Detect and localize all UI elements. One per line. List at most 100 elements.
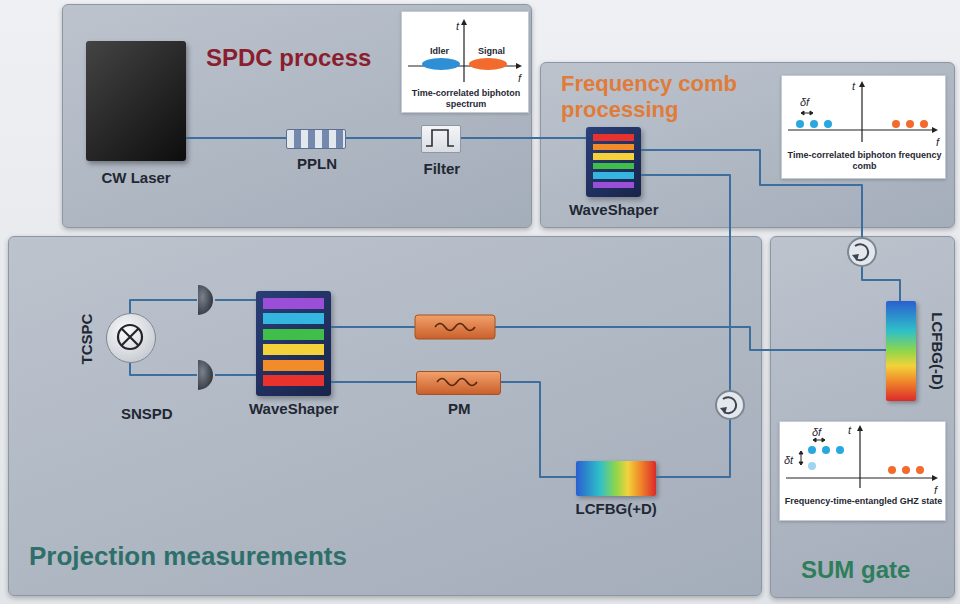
spacing-arrow bbox=[801, 111, 813, 115]
inset-plot: tIdlerSignalfTime-correlated biphoton sp… bbox=[401, 11, 529, 113]
comb-line bbox=[796, 120, 804, 128]
axis-label: f bbox=[936, 136, 939, 149]
component-label: WaveShaper bbox=[249, 400, 338, 418]
detector-dome bbox=[198, 285, 213, 315]
axis-head bbox=[932, 475, 938, 481]
axis-label: δf bbox=[812, 426, 821, 439]
detector-dome bbox=[198, 360, 213, 390]
axis-label: t bbox=[456, 20, 459, 33]
axis bbox=[861, 86, 862, 142]
comb-line bbox=[808, 462, 816, 470]
axis bbox=[408, 65, 517, 66]
axis-label: t bbox=[852, 80, 855, 93]
delay-arrow bbox=[799, 451, 803, 465]
comb-line bbox=[888, 466, 896, 474]
crystal-box: PPLN bbox=[286, 129, 346, 149]
filter-box: Filter bbox=[421, 125, 461, 153]
optical-fiber bbox=[501, 382, 576, 477]
inset-caption: Frequency-time-entangled GHZ state bbox=[784, 496, 943, 507]
optical-fiber bbox=[215, 299, 256, 301]
signal-spectrum bbox=[469, 58, 507, 70]
comb-line bbox=[808, 446, 816, 454]
component-label: TCSPC bbox=[78, 314, 96, 365]
optical-fiber bbox=[130, 300, 197, 313]
optical-fiber bbox=[641, 150, 900, 301]
optical-fiber bbox=[130, 363, 197, 375]
comb-line bbox=[892, 120, 900, 128]
optical-fiber bbox=[186, 137, 286, 139]
circulator bbox=[716, 391, 744, 419]
inset-plot: δf δt t fFrequency-time-entangled GHZ state bbox=[779, 421, 946, 521]
ghz-plot bbox=[786, 425, 938, 488]
modulator-box: PM bbox=[416, 371, 501, 395]
axis-head bbox=[516, 63, 522, 69]
spectrum-plot bbox=[408, 19, 522, 82]
panel: SPDC processCW LaserPPLNFiltertIdlerSign… bbox=[62, 4, 532, 228]
panel-title: SPDC process bbox=[206, 43, 371, 72]
waveshaper-box: WaveShaper bbox=[586, 127, 641, 197]
optical-fiber bbox=[641, 175, 730, 477]
comb-line bbox=[810, 120, 818, 128]
axis-head bbox=[859, 81, 865, 87]
panel-title: Frequency comb processing bbox=[561, 71, 761, 123]
component-label: LCFBG(-D) bbox=[927, 312, 945, 389]
inset-caption: Time-correlated biphoton frequency comb bbox=[786, 150, 943, 172]
panel: SUM gate LCFBG(-D) δf δt t fFrequency-time-en… bbox=[770, 236, 955, 598]
spacing-arrow bbox=[813, 438, 825, 442]
circulator-body bbox=[848, 238, 876, 266]
panel-title: SUM gate bbox=[801, 555, 910, 584]
circulator-arrow bbox=[723, 397, 736, 413]
axis-label: δt bbox=[784, 454, 793, 467]
comb-line bbox=[824, 120, 832, 128]
circulator-arrowhead bbox=[720, 407, 727, 414]
modulation-symbol bbox=[435, 324, 475, 331]
axis bbox=[788, 129, 933, 130]
counter-circle: TCSPC bbox=[106, 313, 156, 363]
laser-box: CW Laser bbox=[86, 41, 186, 161]
component-label: Filter bbox=[424, 160, 461, 178]
spectrum-label: Signal bbox=[478, 46, 505, 57]
optical-fiber bbox=[331, 327, 886, 350]
axis-label: δf bbox=[800, 96, 809, 109]
axis-head bbox=[932, 127, 938, 133]
component-label: PM bbox=[448, 400, 471, 418]
optical-fiber bbox=[461, 137, 586, 139]
component-label: WaveShaper bbox=[569, 201, 658, 219]
axis bbox=[463, 24, 464, 82]
circulator-body bbox=[716, 391, 744, 419]
detector-pair: SNSPD bbox=[197, 283, 215, 393]
idler-spectrum bbox=[422, 58, 460, 70]
panel-title: Projection measurements bbox=[29, 541, 347, 572]
comb-line bbox=[836, 446, 844, 454]
comb-line bbox=[920, 120, 928, 128]
symbol-ring bbox=[118, 325, 142, 349]
symbol-cross bbox=[122, 329, 139, 346]
axis-label: t bbox=[848, 424, 851, 437]
comb-line bbox=[822, 446, 830, 454]
filter-symbol bbox=[426, 130, 454, 146]
component-label: PPLN bbox=[297, 155, 337, 173]
waveshaper-box: WaveShaper bbox=[256, 291, 331, 396]
panel: Frequency comb processingWaveShaperδftfT… bbox=[540, 62, 955, 228]
circulator bbox=[848, 238, 876, 266]
inset-plot: δf t fTime-correlated biphoton frequency c… bbox=[781, 75, 946, 179]
axis-head bbox=[857, 425, 863, 431]
optical-fiber bbox=[215, 374, 256, 376]
component-label: SNSPD bbox=[121, 405, 173, 423]
component-label: LCFBG(+D) bbox=[576, 500, 657, 518]
axis bbox=[859, 430, 860, 488]
optical-fiber bbox=[346, 137, 421, 139]
axis-label: f bbox=[934, 484, 937, 497]
comb-line bbox=[906, 120, 914, 128]
coincidence-symbol bbox=[118, 325, 142, 349]
circulator-arrowhead bbox=[852, 254, 859, 261]
panel: Projection measurements TCSPC SNSPD WaveSha… bbox=[8, 236, 762, 596]
grating-box: LCFBG(-D) bbox=[886, 301, 916, 401]
axis-label: f bbox=[518, 72, 521, 85]
circulator-arrow bbox=[855, 244, 868, 260]
comb-line bbox=[902, 466, 910, 474]
component-label: CW Laser bbox=[102, 169, 171, 187]
axis-head bbox=[461, 19, 467, 25]
spectrum-label: Idler bbox=[430, 46, 449, 57]
